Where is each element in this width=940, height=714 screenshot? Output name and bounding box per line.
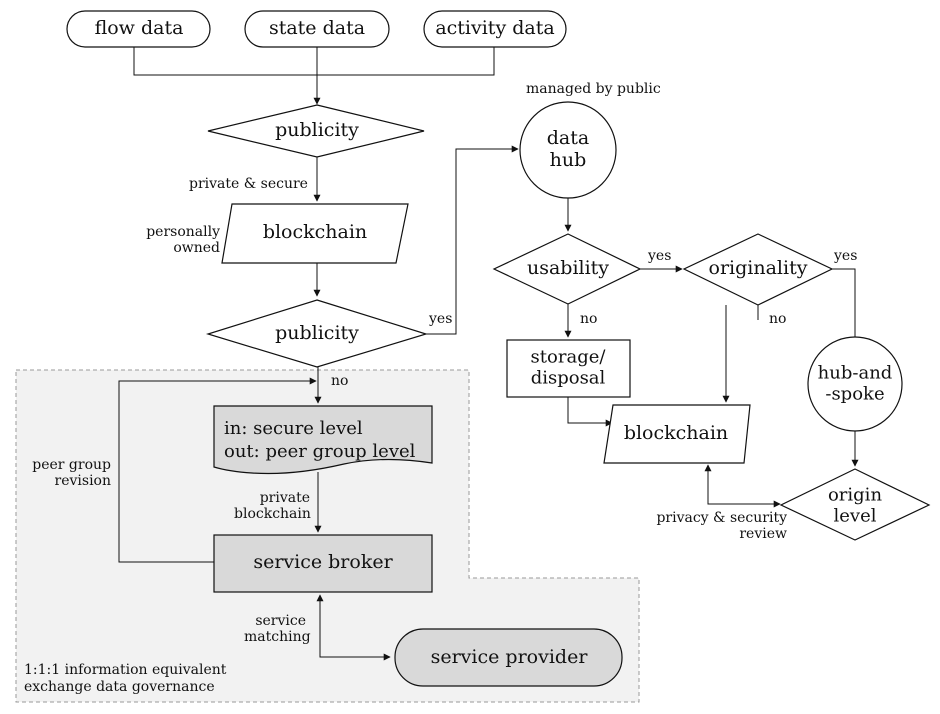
governance-line-1: 1:1:1 information equivalent (24, 662, 227, 678)
blockchain-left-node (221, 203, 409, 264)
storage-line-2: disposal (530, 367, 606, 388)
personally-owned-line-1: personally (146, 224, 220, 240)
blockchain-right-node (603, 404, 751, 464)
service-broker-label: service broker (253, 551, 393, 574)
state-data-label: state data (268, 17, 366, 40)
activity-data-label: activity data (435, 17, 555, 40)
service-matching-edge (316, 594, 391, 661)
blockchain-left-label: blockchain (262, 221, 368, 244)
storage-line-1: storage/ (530, 346, 606, 368)
service-matching-line-2: matching (244, 629, 311, 646)
usability-yes-label: yes (648, 248, 672, 264)
storage-disposal-label: storage/ disposal (531, 347, 606, 388)
personally-owned-line-2: owned (173, 240, 220, 257)
originality-yes-label: yes (834, 248, 858, 264)
publicity-mid-diamond (205, 299, 429, 368)
flow-data-node (66, 10, 211, 48)
private-blockchain-line-1: private (259, 490, 310, 506)
governance-region-label: 1:1:1 information equivalent exchange da… (24, 662, 226, 696)
peer-group-revision-line-2: revision (54, 473, 111, 490)
personally-owned-label: personally owned (140, 224, 220, 256)
privacy-review-line-2: review (739, 526, 787, 543)
private-secure-label: private & secure (189, 176, 308, 192)
data-hub-line-1: data (546, 127, 590, 150)
peer-group-revision-edge (118, 377, 317, 563)
data-hub-line-2: hub (549, 149, 587, 171)
blockchain-right-label: blockchain (623, 422, 729, 445)
privacy-security-review-label: privacy & security review (630, 510, 787, 542)
hub-and-spoke-line-1: hub-and (817, 362, 893, 384)
publicity-no-label: no (331, 373, 349, 389)
origin-level-line-1: origin (827, 484, 883, 506)
publicity-mid-label: publicity (275, 322, 359, 345)
originality-no-label: no (769, 311, 787, 327)
storage-to-blockchain-edge (567, 397, 613, 427)
origin-level-line-2: level (833, 505, 877, 526)
publicity-top-label: publicity (275, 119, 359, 142)
originality-label: originality (708, 257, 808, 280)
activity-data-node (423, 10, 567, 48)
origin-level-diamond (779, 468, 931, 541)
secure-level-document (213, 405, 433, 475)
service-provider-node (394, 628, 623, 687)
merge-connector (133, 47, 495, 76)
governance-line-2: exchange data governance (24, 678, 215, 695)
usability-no-label: no (580, 311, 598, 327)
service-provider-label: service provider (430, 646, 588, 669)
service-broker-node (213, 534, 433, 593)
document-line-in: in: secure level (224, 418, 363, 439)
document-line-out: out: peer group level (224, 440, 416, 462)
publicity-yes-label: yes (429, 311, 453, 327)
usability-label: usability (526, 257, 610, 280)
managed-by-public-label: managed by public (526, 81, 661, 97)
private-blockchain-line-2: blockchain (234, 506, 311, 523)
origin-level-label: origin level (828, 485, 882, 526)
private-blockchain-label: private blockchain (234, 490, 311, 523)
peer-group-revision-line-1: peer group (32, 457, 111, 473)
privacy-review-edge (704, 464, 781, 508)
hub-and-spoke-line-2: -spoke (825, 383, 885, 404)
secure-level-document-text: in: secure level out: peer group level (224, 418, 415, 463)
originality-yes-edge (832, 268, 859, 345)
storage-disposal-node (506, 339, 631, 398)
service-matching-label: service matching (244, 613, 311, 646)
peer-group-revision-label: peer group revision (24, 457, 111, 489)
privacy-review-line-1: privacy & security (656, 510, 787, 526)
data-hub-label: data hub (546, 127, 590, 172)
flow-data-label: flow data (94, 17, 184, 40)
publicity-yes-edge (426, 145, 519, 335)
service-matching-line-1: service (255, 613, 306, 629)
hub-and-spoke-label: hub-and -spoke (818, 363, 893, 404)
